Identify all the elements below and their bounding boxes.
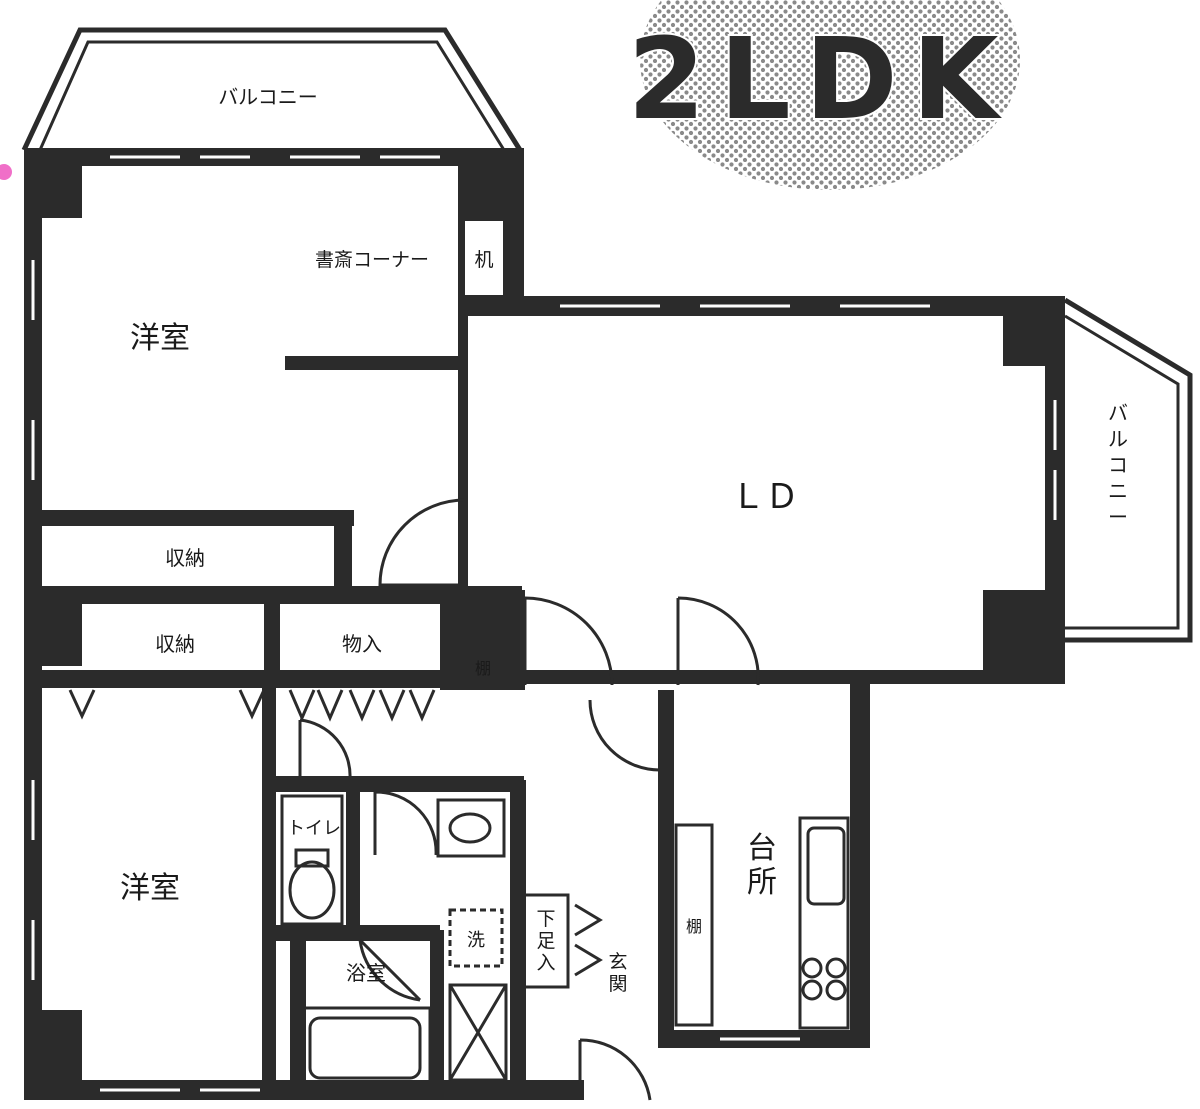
storage-2-label: 収納 [155, 632, 195, 656]
interior-walls [24, 160, 674, 1090]
washer-label: 洗 [467, 930, 485, 951]
sink-icon [436, 798, 506, 858]
room-labels: 洋室 書斎コーナー 机 ＬＤ 収納 収納 物入 棚 洋室 トイレ 洗 浴室 下足… [120, 249, 799, 995]
balcony-right: バルコニー [1063, 297, 1193, 643]
dot-pattern-badge [640, 0, 1020, 190]
western-room-2-label: 洋室 [120, 871, 180, 906]
plan-type-title: 2LDK [627, 15, 1012, 145]
duct-shaft [448, 983, 508, 1082]
closet-label: 物入 [342, 632, 382, 656]
study-corner-label: 書斎コーナー [315, 249, 429, 271]
entrance-label: 玄関 [608, 951, 627, 995]
storage-1-label: 収納 [165, 546, 205, 570]
toilet-label: トイレ [287, 818, 341, 839]
shoe-box [522, 893, 570, 989]
stove-icon [801, 957, 847, 1001]
door-swing-icon [588, 699, 662, 772]
marker-dot [0, 164, 12, 180]
door-swing-icon [358, 938, 422, 1002]
balcony-top: バルコニー [21, 27, 523, 152]
windows [31, 155, 1057, 1092]
western-room-1-label: 洋室 [130, 321, 190, 356]
door-swing-icon [378, 498, 467, 587]
door-swing-icon [523, 596, 614, 686]
ld-label: ＬＤ [731, 477, 799, 517]
balcony-top-label: バルコニー [218, 85, 318, 109]
kitchen-counter [798, 816, 850, 1030]
door-swing-icon [298, 718, 352, 779]
kitchen-shelf [674, 823, 714, 1027]
washer-icon [448, 908, 504, 968]
bathtub-icon [298, 1006, 432, 1088]
desk-label: 机 [474, 249, 493, 271]
shelf-2-label: 棚 [686, 917, 702, 936]
balcony-right-label: バルコニー [1108, 401, 1128, 529]
door-swing-icon [578, 1038, 652, 1101]
doors [68, 498, 760, 1101]
bathroom-label: 浴室 [346, 961, 386, 985]
kitchen-label: 台所 [747, 831, 777, 900]
door-swing-icon [373, 790, 438, 856]
shoe-box-label: 下足入 [536, 908, 555, 974]
plan-type-badge: 2LDK [625, 0, 1020, 190]
shelf-1-label: 棚 [475, 659, 491, 678]
toilet-icon [280, 794, 344, 926]
fixtures [280, 648, 850, 1088]
small-shelf [464, 648, 502, 686]
door-swing-icon [676, 596, 760, 686]
